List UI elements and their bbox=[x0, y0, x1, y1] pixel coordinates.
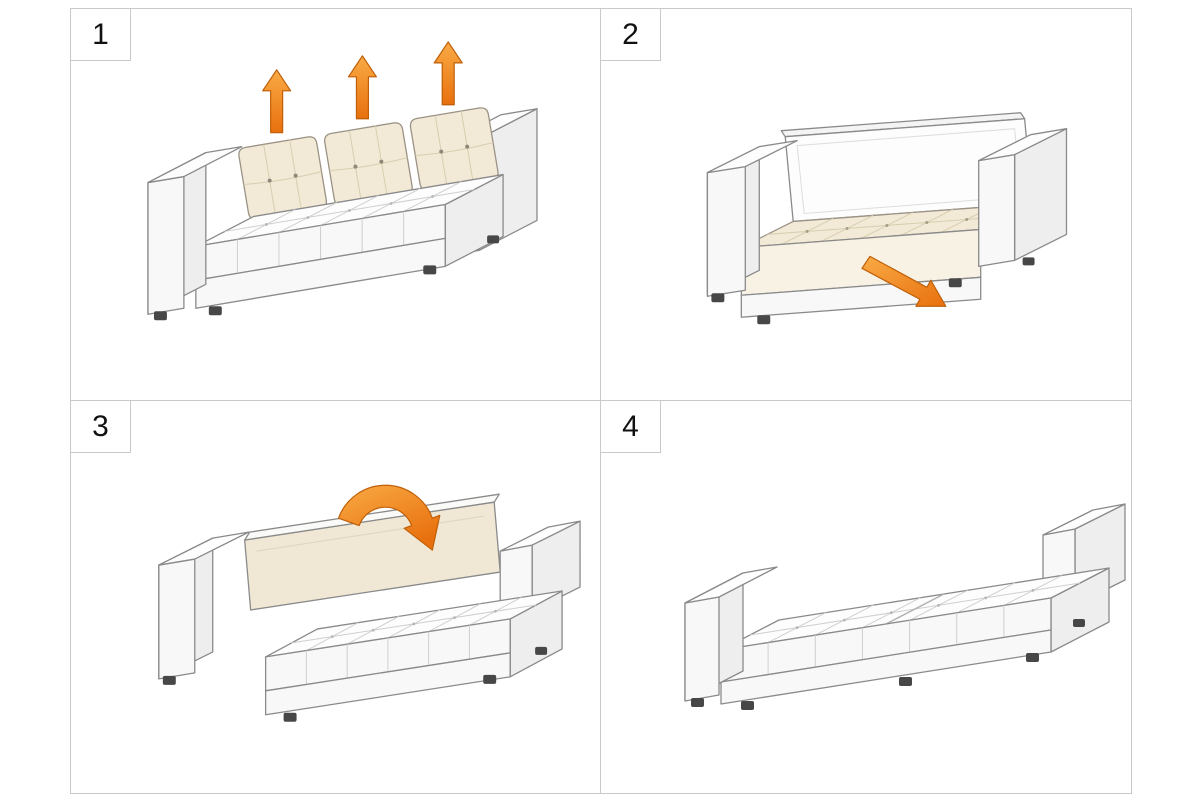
right-armrest bbox=[978, 128, 1068, 267]
step-panel-3: 3 bbox=[71, 401, 601, 793]
left-armrest bbox=[147, 145, 243, 321]
sofa-with-back-cushions bbox=[147, 41, 538, 321]
sofa-illustration-step-1 bbox=[147, 41, 538, 321]
left-armrest bbox=[684, 566, 778, 707]
sofa-illustration-step-2 bbox=[706, 112, 1068, 325]
sofa-cushions-removed bbox=[706, 112, 1068, 325]
sofa-illustration-step-4 bbox=[684, 503, 1126, 710]
step-number: 1 bbox=[92, 17, 109, 51]
sofa-illustration-step-3 bbox=[158, 484, 581, 722]
bed-mattress bbox=[720, 567, 1110, 710]
step-number-badge: 1 bbox=[71, 9, 131, 61]
backrest-panel bbox=[780, 112, 1034, 223]
step-number: 4 bbox=[622, 409, 639, 443]
fold-backrest-arrow-icon bbox=[337, 484, 441, 551]
left-armrest bbox=[158, 531, 250, 685]
backrest-panel bbox=[244, 493, 501, 611]
step-panel-4: 4 bbox=[601, 401, 1131, 793]
step-number: 2 bbox=[622, 17, 639, 51]
left-armrest bbox=[706, 140, 798, 303]
step-number-badge: 2 bbox=[601, 9, 661, 61]
step-panel-2: 2 bbox=[601, 9, 1131, 401]
seat-and-base bbox=[195, 173, 504, 316]
sofa-seat-pulled-out bbox=[158, 484, 581, 722]
step-number-badge: 4 bbox=[601, 401, 661, 453]
step-panel-1: 1 bbox=[71, 9, 601, 401]
step-number-badge: 3 bbox=[71, 401, 131, 453]
steps-grid: 1 bbox=[70, 8, 1132, 794]
sofa-bed-unfolded bbox=[684, 503, 1126, 710]
step-number: 3 bbox=[92, 409, 109, 443]
pulled-seat-mattress bbox=[264, 590, 563, 722]
pull-out-arrow-icon bbox=[861, 255, 947, 307]
